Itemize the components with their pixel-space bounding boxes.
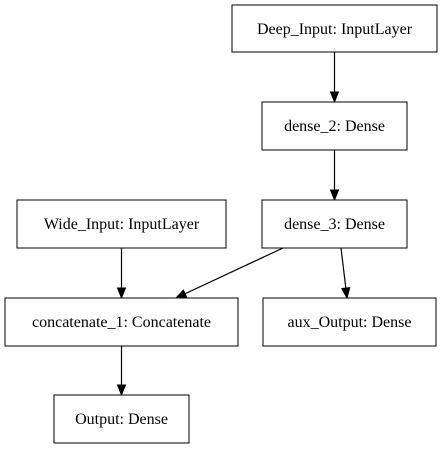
- arrowhead-concatenate_1-to-output: [116, 384, 127, 397]
- node-dense-3: dense_3: Dense: [261, 199, 408, 249]
- node-aux-output-label: aux_Output: Dense: [288, 314, 412, 331]
- edge-dense_3-to-aux_output: [340, 247, 347, 289]
- node-deep-input-label: Deep_Input: InputLayer: [257, 21, 413, 38]
- node-dense-3-label: dense_3: Dense: [284, 216, 385, 233]
- node-concatenate-1-label: concatenate_1: Concatenate: [32, 314, 211, 331]
- arrowhead-wide_input-to-concatenate_1: [116, 287, 127, 300]
- node-output-label: Output: Dense: [75, 411, 168, 428]
- node-wide-input: Wide_Input: InputLayer: [16, 199, 227, 249]
- arrowhead-dense_2-to-dense_3: [329, 189, 340, 202]
- arrowhead-dense_3-to-aux_output: [341, 287, 351, 300]
- node-dense-2: dense_2: Dense: [261, 101, 408, 151]
- node-aux-output: aux_Output: Dense: [262, 297, 437, 347]
- arrowhead-deep_input-to-dense_2: [329, 91, 340, 104]
- node-dense-2-label: dense_2: Dense: [284, 118, 385, 135]
- node-output: Output: Dense: [53, 394, 190, 444]
- node-wide-input-label: Wide_Input: InputLayer: [44, 216, 200, 233]
- node-concatenate-1: concatenate_1: Concatenate: [4, 297, 239, 347]
- arrowhead-dense_3-to-concatenate_1: [174, 289, 188, 299]
- edge-dense_3-to-concatenate_1: [184, 247, 284, 295]
- node-deep-input: Deep_Input: InputLayer: [231, 4, 438, 53]
- edges-layer: [116, 52, 351, 397]
